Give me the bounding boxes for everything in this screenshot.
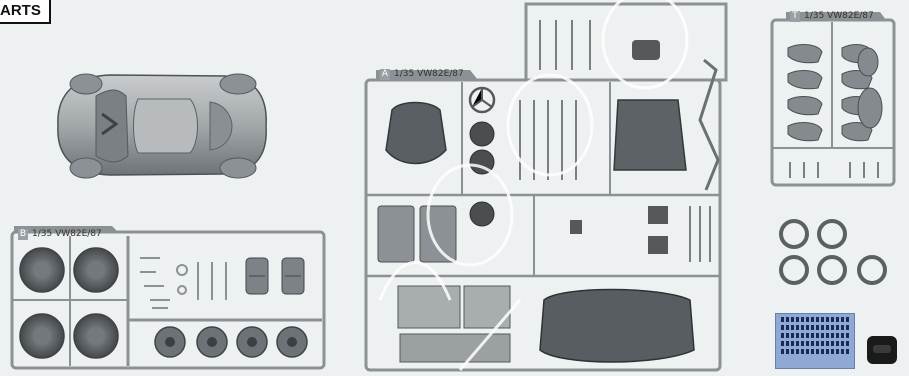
sprue-t — [770, 12, 896, 187]
mask-part-icon — [867, 336, 897, 364]
sprue-t-letter: T — [790, 11, 800, 22]
tire-icon — [19, 247, 119, 359]
sprue-b-code: 1/35 VW82E/87 — [32, 229, 102, 239]
sprue-a — [364, 2, 728, 372]
sprue-b — [10, 226, 326, 370]
sprue-t-code: 1/35 VW82E/87 — [804, 11, 874, 21]
tire-icon — [779, 219, 887, 285]
wheel-icon — [154, 326, 308, 358]
sprue-t-label: T 1/35 VW82E/87 — [790, 11, 874, 22]
steering-wheel-icon — [468, 86, 496, 114]
sprue-a-label: A 1/35 VW82E/87 — [380, 69, 464, 80]
sprue-b-letter: B — [18, 229, 28, 240]
sprue-a-letter: A — [380, 69, 390, 80]
seat-icon — [245, 257, 305, 295]
decal-sheet-icon — [775, 313, 855, 369]
parts-heading: ARTS — [0, 0, 51, 24]
sprue-a-code: 1/35 VW82E/87 — [394, 69, 464, 79]
car-top-view-icon — [57, 73, 267, 179]
sprue-b-label: B 1/35 VW82E/87 — [18, 229, 102, 240]
watermark — [378, 0, 689, 371]
